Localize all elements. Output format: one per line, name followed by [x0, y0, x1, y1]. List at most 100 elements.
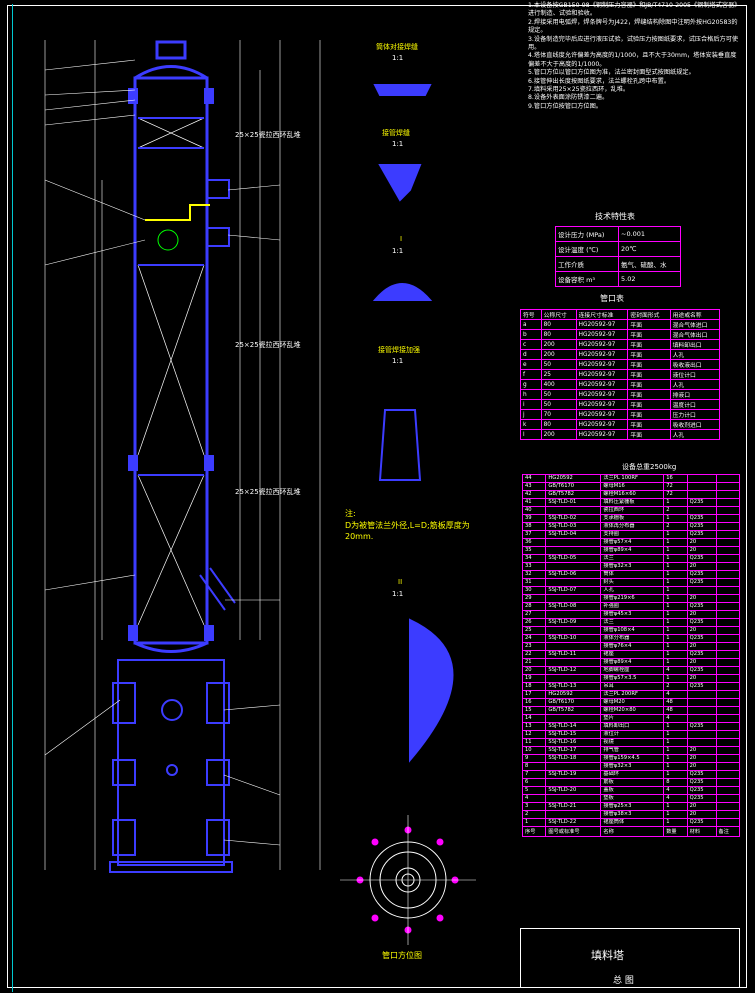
parts-cell: 20: [686, 610, 717, 619]
parts-cell: [715, 658, 741, 667]
packing-label-1: 25×25瓷拉西环乱堆: [235, 131, 301, 139]
parts-cell: GB/T6170: [545, 698, 602, 707]
parts-cell: 1: [663, 602, 688, 611]
note-line: 1.本设备按GB150-98《钢制压力容器》和JB/T4710-2005《钢制塔…: [528, 2, 738, 18]
nozzle-cell: 50: [540, 399, 577, 410]
parts-cell: 20: [686, 802, 717, 811]
parts-cell: Q235: [686, 778, 717, 787]
parts-cell: 7: [521, 770, 547, 779]
parts-cell: 1: [663, 610, 688, 619]
parts-cell: [545, 778, 602, 787]
nozzle-cell: HG20592-97: [575, 339, 629, 350]
parts-cell: [715, 754, 741, 763]
nozzle-header: 密封面形式: [627, 309, 671, 320]
nozzle-cell: 平面: [627, 419, 671, 430]
tech-table: 设计压力 (MPa)~0.001 设计温度 (℃)20℃ 工作介质氨气、硫酸、水…: [554, 226, 681, 287]
nozzle-cell: HG20592-97: [575, 319, 629, 330]
tech-cell: ~0.001: [618, 226, 681, 242]
detail-5-scale: 1:1: [392, 590, 404, 598]
parts-cell: [715, 738, 741, 747]
nozzle-cell: HG20592-97: [575, 389, 629, 400]
parts-cell: 37: [521, 530, 547, 539]
parts-cell: [545, 810, 602, 819]
drawing-subtitle: 总 图: [613, 976, 634, 986]
parts-cell: Q235: [686, 682, 717, 691]
nozzle-cell: 平面: [627, 369, 671, 380]
technical-notes: 1.本设备按GB150-98《钢制压力容器》和JB/T4710-2005《钢制塔…: [528, 2, 740, 111]
parts-cell: [686, 714, 717, 723]
parts-cell: [715, 522, 741, 531]
nozzle-cell: HG20592-97: [575, 369, 629, 380]
nozzle-cell: 平面: [627, 379, 671, 390]
parts-cell: 2: [521, 810, 547, 819]
parts-cell: Q235: [686, 794, 717, 803]
tech-table-title: 技术特性表: [595, 212, 635, 221]
parts-cell: [545, 578, 602, 587]
parts-cell: 垫片: [600, 714, 665, 723]
parts-header: 数量: [663, 826, 688, 837]
parts-cell: 28: [521, 602, 547, 611]
parts-cell: 填料卸出口: [600, 722, 665, 731]
parts-cell: GB/T6170: [545, 482, 602, 491]
nozzle-cell: i: [520, 399, 542, 410]
parts-cell: 接管φ57×3.5: [600, 674, 665, 683]
parts-cell: 接管φ76×4: [600, 642, 665, 651]
nozzle-cell: 人孔: [669, 429, 721, 440]
nozzle-cell: l: [520, 429, 542, 440]
nozzle-cell: 混合气体出口: [669, 329, 721, 340]
parts-cell: 26: [521, 618, 547, 627]
parts-cell: 筒体: [600, 570, 665, 579]
parts-cell: 补强圈: [600, 602, 665, 611]
parts-cell: [715, 674, 741, 683]
parts-cell: 1: [663, 818, 688, 827]
parts-cell: 2: [663, 682, 688, 691]
parts-cell: [715, 762, 741, 771]
note-line: 4.塔体直线度允许偏差为高度的1/1000，且不大于30mm，塔体安装垂直度偏差…: [528, 52, 737, 68]
parts-cell: [686, 490, 717, 499]
parts-cell: Q235: [686, 634, 717, 643]
parts-cell: 接管φ108×4: [600, 626, 665, 635]
detail-5-title: II: [398, 578, 403, 586]
tech-cell: 5.02: [618, 271, 681, 287]
drawing-title: 填料塔: [591, 949, 624, 962]
parts-cell: SSJ-TLD-07: [545, 586, 602, 595]
detail-2-title: 接管焊缝: [382, 129, 410, 137]
parts-cell: 接管φ38×3: [600, 810, 665, 819]
nozzle-cell: HG20592-97: [575, 349, 629, 360]
parts-cell: SSJ-TLD-15: [545, 730, 602, 739]
parts-header: 图号或标准号: [545, 826, 602, 837]
nozzle-cell: 平面: [627, 329, 671, 340]
parts-cell: SSJ-TLD-13: [545, 682, 602, 691]
parts-cell: 接管φ89×4: [600, 546, 665, 555]
parts-cell: [715, 506, 741, 515]
nozzle-header: 用途或名称: [669, 309, 721, 320]
nozzle-cell: HG20592-97: [575, 409, 629, 420]
parts-cell: 螺栓M16×60: [600, 490, 665, 499]
parts-cell: 25: [521, 626, 547, 635]
parts-cell: SSJ-TLD-09: [545, 618, 602, 627]
parts-cell: [715, 786, 741, 795]
note-line: 8.设备外表面涂防锈漆二遍。: [528, 94, 609, 102]
parts-cell: 接管φ32×3: [600, 562, 665, 571]
parts-cell: SSJ-TLD-06: [545, 570, 602, 579]
parts-cell: 12: [521, 730, 547, 739]
parts-cell: 接管φ32×3: [600, 762, 665, 771]
bottom-head: [134, 641, 208, 653]
parts-cell: 72: [663, 482, 688, 491]
parts-cell: 20: [686, 658, 717, 667]
